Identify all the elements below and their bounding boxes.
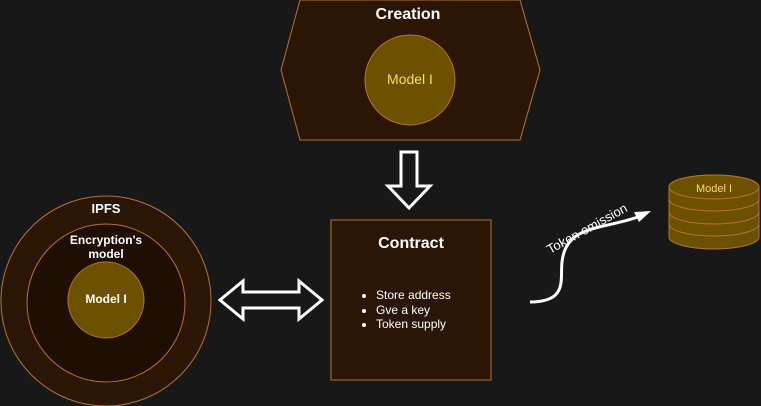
contract-items-list: Store address Gve a key Token supply: [358, 288, 451, 332]
contract-item-give-key: Gve a key: [376, 303, 451, 318]
ipfs-model-circle: [67, 261, 145, 339]
creation-title: Creation: [375, 6, 441, 23]
contract-box: [330, 219, 492, 381]
bidirectional-arrow-icon: [217, 277, 325, 323]
creation-model-circle: [364, 34, 456, 126]
ipfs-title: IPFS: [91, 201, 121, 216]
down-arrow-icon: [384, 150, 434, 211]
contract-item-store-address: Store address: [376, 288, 451, 303]
token-emission-curve: [529, 215, 639, 304]
contract-item-token-supply: Token supply: [376, 317, 451, 332]
contract-title: Contract: [378, 235, 444, 252]
token-emission-arrowhead-icon: [634, 211, 651, 222]
creation-model-label: Model I: [387, 71, 433, 87]
encryption-model-label: Encryption's model: [69, 233, 143, 261]
coin-stack-icon: [668, 174, 760, 250]
ipfs-model-label: Model I: [85, 292, 127, 306]
coin-model-label: Model I: [695, 183, 733, 195]
